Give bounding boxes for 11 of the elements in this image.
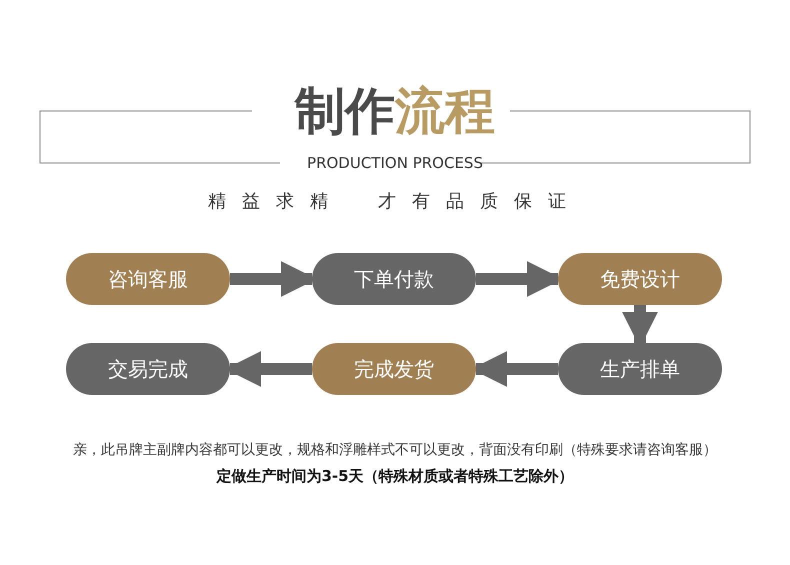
subtitle: PRODUCTION PROCESS	[307, 154, 483, 172]
note: 定做生产时间为3-5天（特殊材质或者特殊工艺除外）	[216, 467, 574, 485]
step-pill: 交易完成	[66, 343, 230, 395]
step-pill: 生产排单	[558, 343, 722, 395]
slogan: 精益求精 才有品质保证	[208, 191, 582, 212]
step-pill: 免费设计	[558, 253, 722, 305]
step-pill: 咨询客服	[66, 253, 230, 305]
note: 亲，此吊牌主副牌内容都可以更改，规格和浮雕样式不可以更改，背面没有印刷（特殊要求请咨询客服）	[73, 442, 717, 458]
title: 制作流程	[295, 82, 495, 140]
step-pill: 下单付款	[312, 253, 476, 305]
step-pill: 完成发货	[312, 343, 476, 395]
